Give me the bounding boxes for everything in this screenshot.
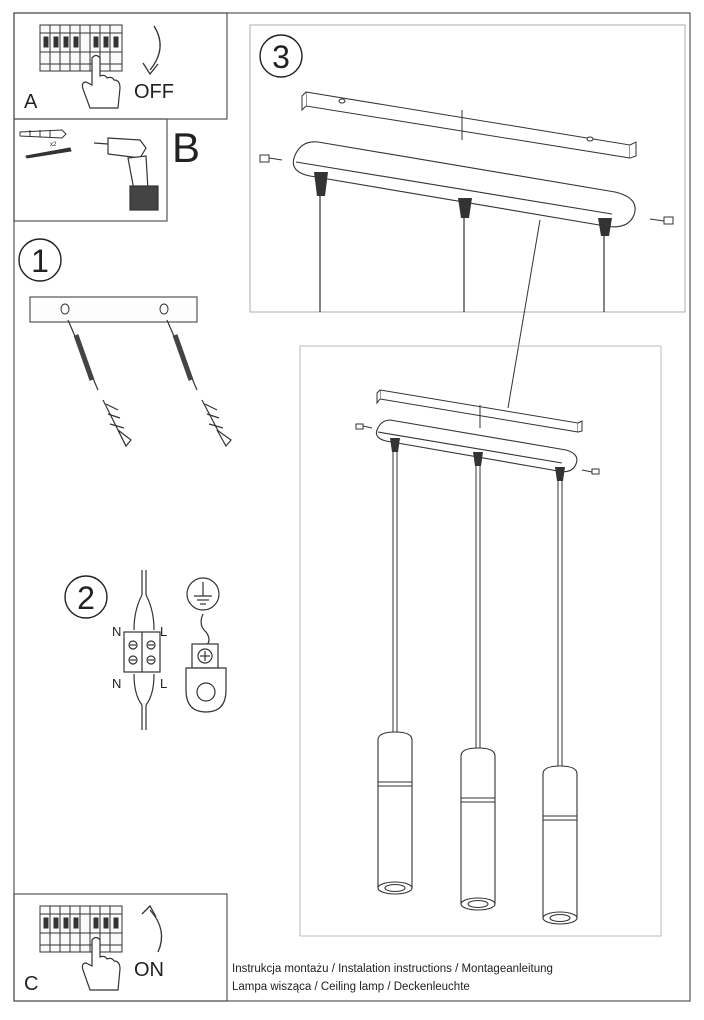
footer-line-instructions: Instrukcja montażu / Instalation instruc… (232, 963, 553, 975)
label-l-top: L (160, 624, 167, 639)
terminal-block (123, 631, 161, 673)
breaker-icon (39, 24, 123, 72)
ceiling-strip (29, 296, 198, 323)
pendant-shade-3 (542, 765, 578, 925)
quantity-label: x2 (50, 142, 57, 148)
label-l-bottom: L (160, 676, 167, 691)
breaker-icon (39, 905, 123, 953)
step-3-badge (259, 34, 303, 78)
cable-grip-lamp (390, 438, 565, 481)
panel-a-power-off: A OFF (13, 12, 228, 120)
screw-with-plug-left (67, 319, 132, 448)
arrow-up-icon-head (141, 904, 157, 918)
cable-grip-top (314, 172, 612, 236)
screw-icon (25, 147, 72, 159)
panel-c-power-on: C ON (13, 893, 228, 1002)
label-n-top: N (112, 624, 121, 639)
ground-clamp (185, 643, 227, 713)
panel-b-letter: B (172, 124, 200, 171)
footer-line-product: Lampa wisząca / Ceiling lamp / Deckenleu… (232, 981, 470, 993)
panel-c-frame (13, 893, 228, 1002)
page-frame (13, 12, 691, 1002)
drill-icon (93, 137, 159, 211)
panel-b-tools: x2 B (13, 118, 200, 222)
ground-wire (200, 613, 210, 647)
canopy-top (292, 141, 636, 312)
label-n-bottom: N (112, 676, 121, 691)
detail-frame-lamp (299, 345, 662, 937)
panel-b-frame (13, 118, 168, 222)
step-1-number: 1 (31, 243, 49, 279)
hand-pointer-icon (81, 936, 121, 991)
lamp-cable (133, 673, 155, 730)
side-screw-right-lamp (581, 468, 600, 475)
mounting-bracket-top (301, 91, 637, 159)
arrow-down-icon-head (142, 62, 159, 76)
side-screw-right-top (649, 216, 674, 225)
ceiling-hole-left (60, 303, 70, 315)
pendant-shade-1 (377, 731, 413, 895)
detail-connector-line (507, 219, 541, 409)
step-2-number: 2 (77, 580, 95, 616)
arrow-down-icon (149, 25, 161, 71)
step-2-wiring: 2 N L N L (64, 570, 227, 730)
hand-pointer-icon (81, 54, 121, 109)
suspension-cables (392, 452, 563, 768)
step-1-ceiling-mounting: 1 (18, 238, 232, 448)
ceiling-hole-right (159, 303, 169, 315)
step-1-badge (18, 238, 62, 282)
side-screw-left-lamp (355, 423, 373, 430)
supply-cable (133, 570, 155, 631)
step-2-badge (64, 575, 108, 619)
pendant-shade-2 (460, 747, 496, 911)
panel-c-letter: C (24, 973, 38, 995)
mounting-bracket-lamp (376, 389, 583, 433)
step-3-assembly: 3 (249, 24, 686, 937)
detail-frame-top (249, 24, 686, 313)
panel-a-letter: A (24, 91, 38, 113)
screw-with-plug-right (166, 319, 232, 448)
side-screw-left-top (259, 154, 283, 163)
arrow-up-icon (149, 909, 163, 953)
step-3-number: 3 (272, 39, 290, 75)
wall-plug-icon (19, 129, 67, 139)
ground-icon (186, 577, 220, 611)
on-label: ON (134, 959, 164, 981)
off-label: OFF (134, 81, 174, 103)
